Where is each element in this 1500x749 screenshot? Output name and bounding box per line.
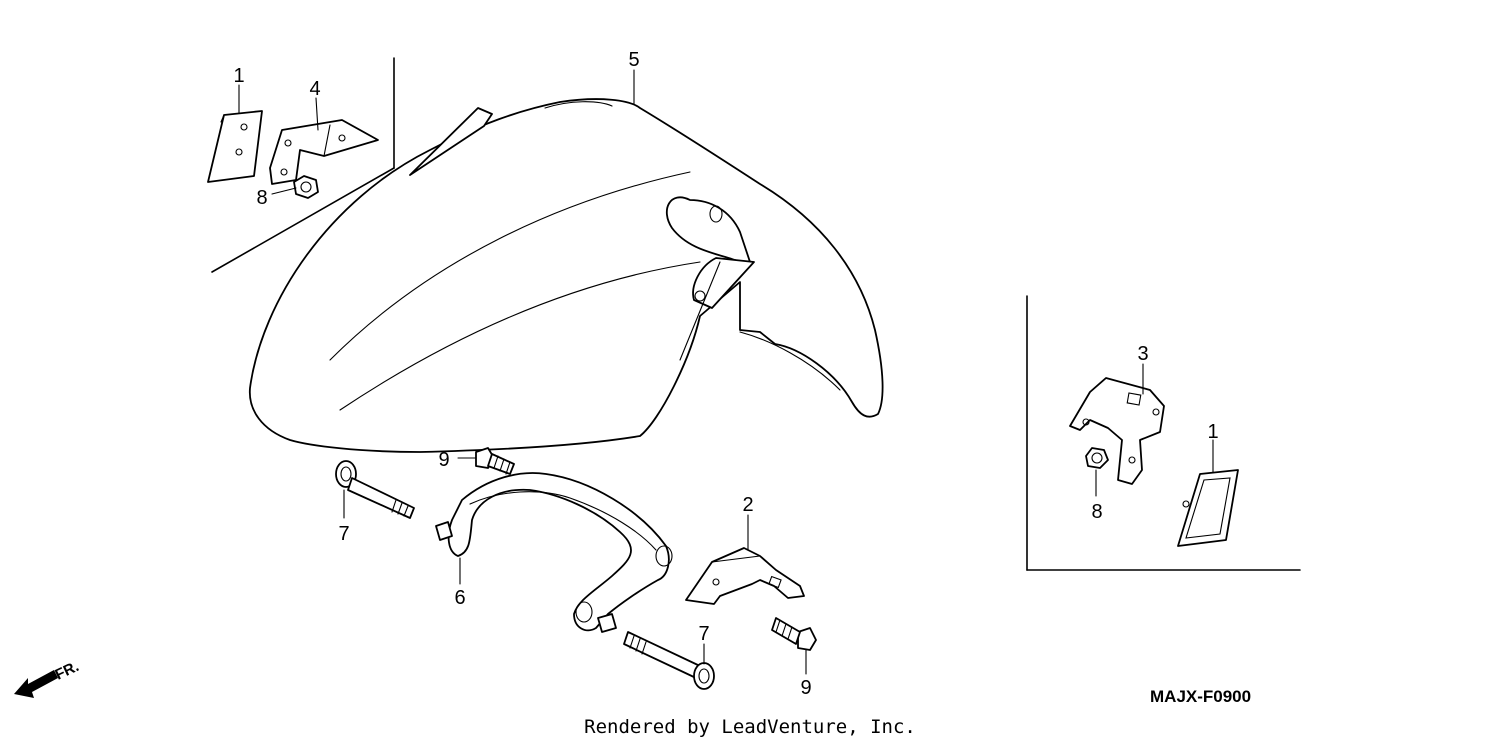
callout-1-right: 1 bbox=[1207, 421, 1218, 443]
pivot-bolt-left[interactable] bbox=[335, 460, 415, 519]
stay-bracket[interactable] bbox=[685, 547, 805, 605]
callout-3: 3 bbox=[1137, 343, 1148, 365]
right-inset-border bbox=[1026, 295, 1301, 571]
front-fender[interactable] bbox=[249, 98, 884, 453]
callout-7-left: 7 bbox=[338, 523, 349, 545]
fender-stay[interactable] bbox=[435, 472, 673, 633]
reflector-right[interactable] bbox=[1177, 469, 1239, 547]
reflector-left[interactable] bbox=[207, 110, 263, 183]
callout-8-right: 8 bbox=[1091, 501, 1102, 523]
callout-8-left: 8 bbox=[256, 187, 267, 209]
callout-4: 4 bbox=[309, 78, 320, 100]
footer-credit: Rendered by LeadVenture, Inc. bbox=[584, 716, 916, 738]
bolt-top[interactable] bbox=[475, 447, 515, 475]
reflector-bracket-right[interactable] bbox=[1069, 377, 1165, 485]
front-arrow-icon bbox=[14, 670, 58, 698]
callout-9-bottom: 9 bbox=[800, 677, 811, 699]
nut-right[interactable] bbox=[1085, 447, 1109, 469]
callout-7-bottom: 7 bbox=[698, 623, 709, 645]
reflector-bracket-left[interactable] bbox=[269, 119, 379, 185]
nut-left[interactable] bbox=[293, 175, 319, 199]
callout-1-left: 1 bbox=[233, 65, 244, 87]
callout-5: 5 bbox=[628, 49, 639, 71]
pivot-bolt-bottom[interactable] bbox=[623, 631, 715, 690]
callout-6: 6 bbox=[454, 587, 465, 609]
front-direction-indicator: FR. bbox=[14, 658, 82, 698]
callout-9-top: 9 bbox=[438, 449, 449, 471]
leader-lines bbox=[238, 69, 1214, 675]
callout-2: 2 bbox=[742, 494, 753, 516]
bolt-bottom[interactable] bbox=[771, 617, 817, 651]
diagram-code: MAJX-F0900 bbox=[1150, 687, 1251, 706]
left-inset-border bbox=[211, 57, 395, 273]
front-label: FR. bbox=[53, 658, 82, 684]
